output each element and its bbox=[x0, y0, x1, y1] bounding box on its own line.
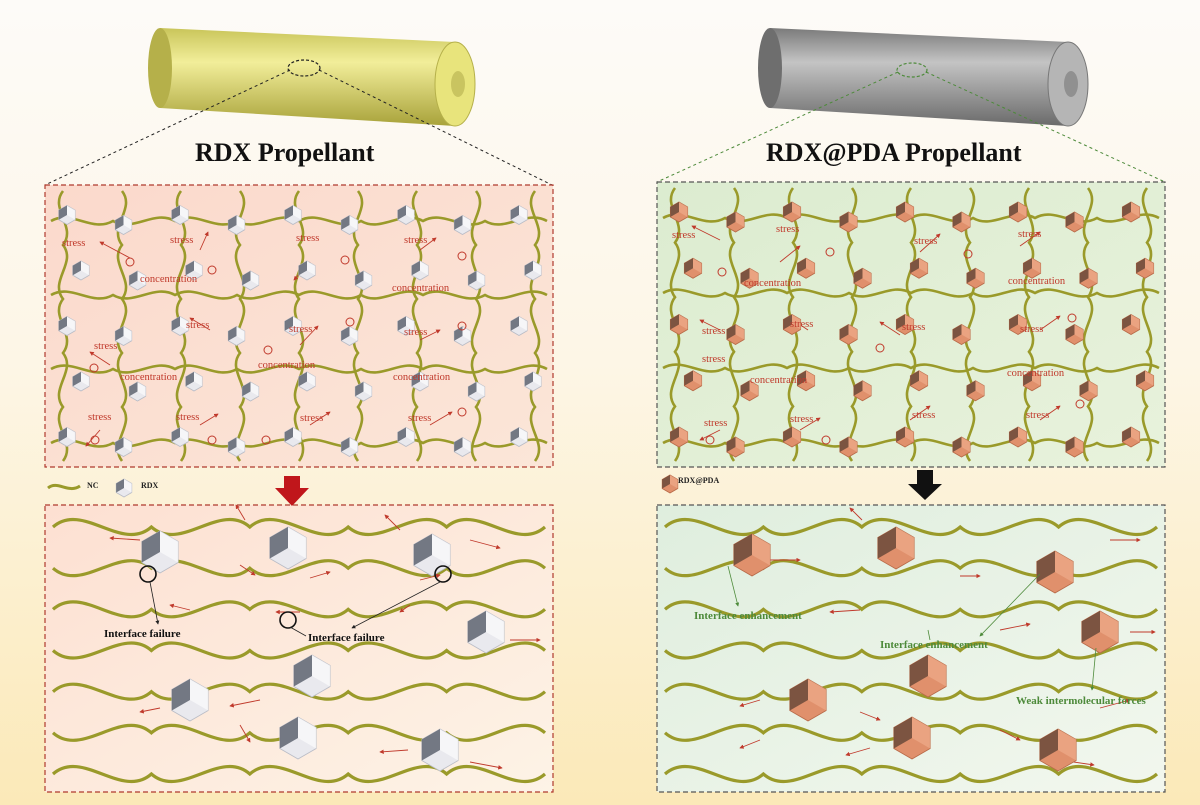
rdx-pda-propellant-cylinder bbox=[758, 28, 1088, 126]
stress-label: stress bbox=[62, 238, 85, 249]
interface-failure-label-2: Interface failure bbox=[308, 632, 384, 644]
stress-label: stress bbox=[186, 320, 209, 331]
stress-label: stress bbox=[404, 235, 427, 246]
right-down-arrow bbox=[908, 470, 942, 500]
stress-label: stress bbox=[914, 236, 937, 247]
rdx-crystal bbox=[116, 479, 132, 497]
stress-label: stress bbox=[912, 410, 935, 421]
stress-label: stress bbox=[1026, 410, 1049, 421]
concentration-label: concentration bbox=[120, 372, 177, 383]
nc-legend-icon bbox=[48, 485, 80, 488]
stress-label: stress bbox=[702, 354, 725, 365]
stress-label: stress bbox=[1020, 324, 1043, 335]
stress-label: stress bbox=[176, 412, 199, 423]
stress-label: stress bbox=[170, 235, 193, 246]
stress-label: stress bbox=[88, 412, 111, 423]
concentration-label: concentration bbox=[392, 283, 449, 294]
stress-label: stress bbox=[790, 414, 813, 425]
weak-intermolecular-forces-label: Weak intermolecular forces bbox=[1016, 695, 1146, 707]
concentration-label: concentration bbox=[1007, 368, 1064, 379]
concentration-label: concentration bbox=[744, 278, 801, 289]
stress-label: stress bbox=[404, 327, 427, 338]
rdx-propellant-cylinder bbox=[148, 28, 475, 126]
stress-label: stress bbox=[289, 324, 312, 335]
stress-label: stress bbox=[1018, 229, 1041, 240]
interface-enhancement-label-2: Interface enhancement bbox=[880, 639, 988, 651]
stress-label: stress bbox=[296, 233, 319, 244]
legend-rdx-label: RDX bbox=[141, 481, 158, 490]
rdx-propellant-title: RDX Propellant bbox=[195, 138, 374, 168]
stress-label: stress bbox=[704, 418, 727, 429]
legend-rdx-pda-label: RDX@PDA bbox=[678, 476, 719, 485]
concentration-label: concentration bbox=[140, 274, 197, 285]
stress-label: stress bbox=[902, 322, 925, 333]
stress-label: stress bbox=[672, 230, 695, 241]
interface-failure-label: Interface failure bbox=[104, 628, 180, 640]
rdx-pda-crystal bbox=[662, 475, 678, 493]
concentration-label: concentration bbox=[750, 375, 807, 386]
stress-label: stress bbox=[702, 326, 725, 337]
stress-label: stress bbox=[408, 413, 431, 424]
left-down-arrow bbox=[275, 476, 309, 506]
concentration-label: concentration bbox=[1008, 276, 1065, 287]
stress-label: stress bbox=[790, 319, 813, 330]
rdx-pda-propellant-title: RDX@PDA Propellant bbox=[766, 138, 1022, 168]
legend-nc-label: NC bbox=[87, 481, 99, 490]
stress-label: stress bbox=[300, 413, 323, 424]
stress-label: stress bbox=[94, 341, 117, 352]
stress-label: stress bbox=[776, 224, 799, 235]
interface-enhancement-label: Interface enhancement bbox=[694, 610, 802, 622]
concentration-label: concentration bbox=[393, 372, 450, 383]
concentration-label: concentration bbox=[258, 360, 315, 371]
